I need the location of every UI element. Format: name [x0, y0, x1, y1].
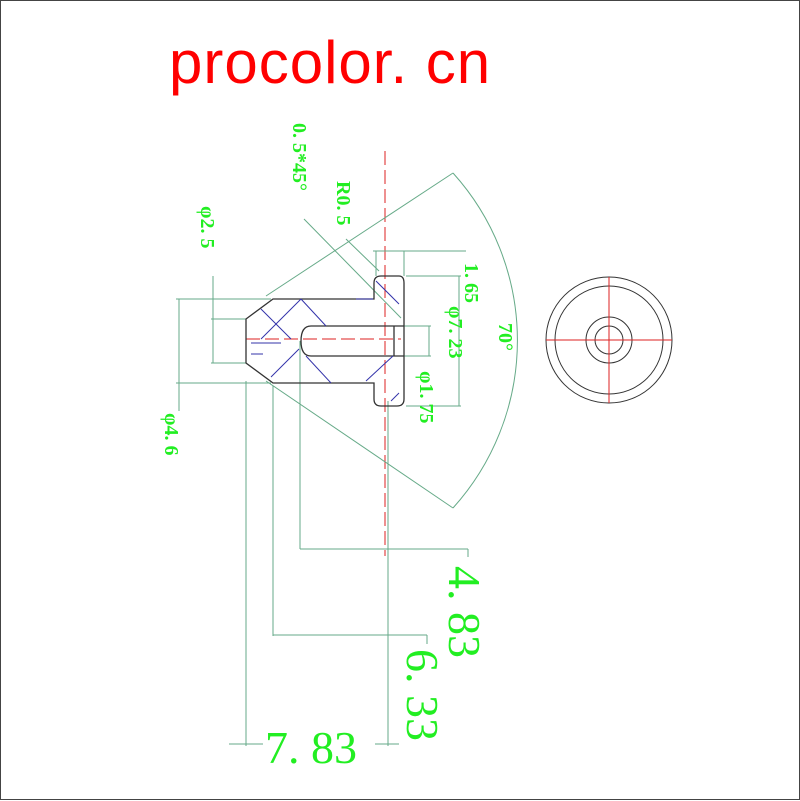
- flange-thickness-label: 1. 65: [460, 263, 482, 303]
- bore-diameter-label: φ1. 75: [415, 371, 437, 423]
- radius-label: R0. 5: [332, 181, 354, 225]
- brand-watermark: procolor. cn: [169, 29, 492, 96]
- flange-diameter-label: φ7. 23: [444, 306, 466, 358]
- cone-angle-label: 70°: [494, 323, 516, 351]
- section-hatch: [251, 280, 400, 402]
- chamfer-label: 0. 5*45°: [288, 123, 310, 191]
- tip-diameter-label: φ2. 5: [196, 206, 218, 248]
- centerlines: [246, 151, 401, 556]
- part-outline: [245, 275, 405, 407]
- body-diameter-label: φ4. 6: [160, 413, 182, 455]
- length-total-label: 7. 83: [265, 722, 357, 773]
- dimension-lines: [176, 218, 469, 746]
- end-view: [545, 276, 673, 404]
- angle-dimension: [265, 172, 518, 509]
- length-bore-label: 4. 83: [439, 566, 490, 658]
- length-body-label: 6. 33: [397, 649, 448, 741]
